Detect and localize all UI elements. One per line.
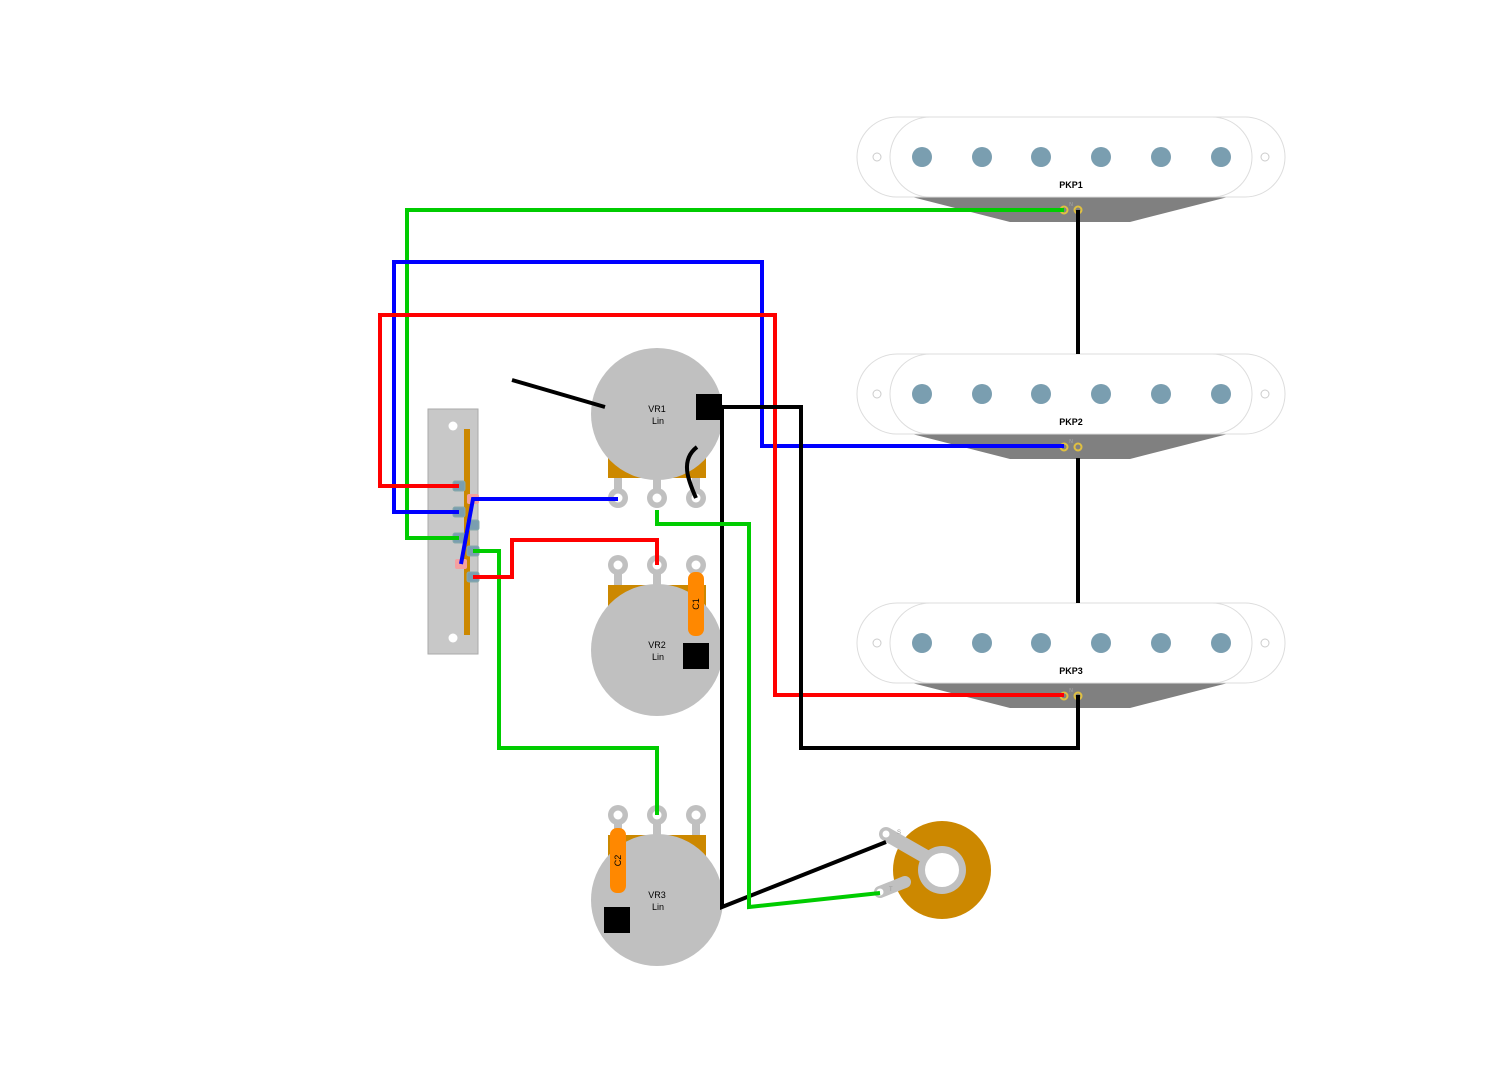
pickup-lug-ground[interactable] [1073, 442, 1083, 452]
pole-piece [972, 633, 992, 653]
pole-piece [1091, 147, 1111, 167]
capacitor-label: C1 [691, 598, 701, 610]
pole-piece [1151, 147, 1171, 167]
pot-label: VR1 [648, 404, 666, 414]
wire-black-ground-lead[interactable] [511, 378, 606, 409]
wire-blue-switch-vr1[interactable] [459, 497, 618, 565]
capacitor-c1[interactable]: C1 [688, 572, 704, 636]
pot-ground-pad [604, 907, 630, 933]
pole-piece [1031, 147, 1051, 167]
wire-blue-middle[interactable] [392, 260, 1064, 514]
pole-piece [1031, 384, 1051, 404]
wire-green-neck[interactable] [405, 208, 1064, 540]
pole-piece [972, 147, 992, 167]
wire-green-vr1-jack[interactable] [655, 510, 881, 910]
pot-ground-pad [683, 643, 709, 669]
pole-piece [1091, 633, 1111, 653]
wire-red-switch-vr2[interactable] [473, 538, 659, 579]
pickup-label: PKP2 [1059, 417, 1083, 427]
pole-piece [1211, 147, 1231, 167]
output-jack[interactable]: S T [874, 821, 992, 919]
wire-green-switch-vr3[interactable] [473, 549, 659, 815]
pole-piece [1211, 384, 1231, 404]
wire-black-ground-bus[interactable] [720, 407, 887, 910]
pole-piece [912, 633, 932, 653]
wire-black-vr1-jumper[interactable] [685, 445, 699, 499]
pickup-label: PKP3 [1059, 666, 1083, 676]
wire-black-ground-3[interactable] [709, 405, 1080, 750]
pole-piece [912, 147, 932, 167]
pole-piece [972, 384, 992, 404]
capacitor-label: C2 [613, 855, 623, 867]
capacitor-c2[interactable]: C2 [610, 828, 626, 893]
wires [378, 208, 1080, 910]
pole-piece [1211, 633, 1231, 653]
pot-label: VR3 [648, 890, 666, 900]
pickup-lug-label: N [1069, 439, 1073, 445]
jack-tip-label: T [889, 887, 893, 893]
pickup-lug-label: N [1069, 202, 1073, 208]
pickup-lug-label: N [1069, 688, 1073, 694]
jack-sleeve-label: S [897, 830, 901, 836]
pole-piece [1151, 633, 1171, 653]
selector-switch[interactable] [427, 408, 480, 655]
pot-taper: Lin [652, 902, 664, 912]
pole-piece [1151, 384, 1171, 404]
pole-piece [1091, 384, 1111, 404]
pot-taper: Lin [652, 416, 664, 426]
pickup-label: PKP1 [1059, 180, 1083, 190]
pot-label: VR2 [648, 640, 666, 650]
pole-piece [1031, 633, 1051, 653]
pole-piece [912, 384, 932, 404]
wire-red-bridge[interactable] [378, 313, 1064, 697]
pot-taper: Lin [652, 652, 664, 662]
